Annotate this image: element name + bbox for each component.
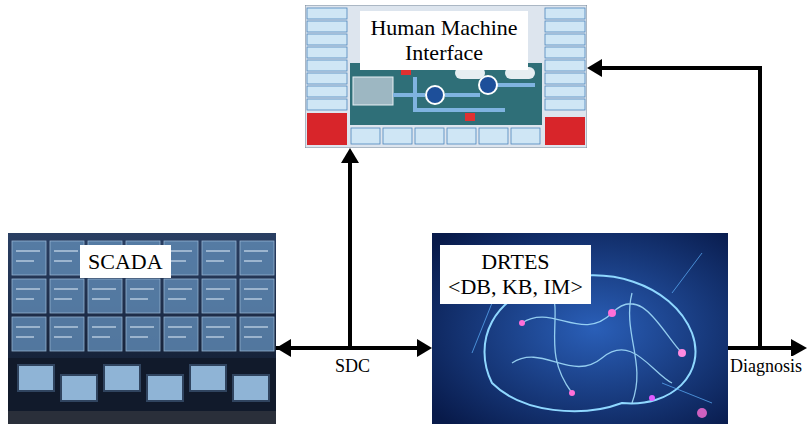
expert-system: DRTES<DB, KB, IM> <box>432 233 728 424</box>
edge-label: Diagnosis <box>728 356 804 377</box>
connector <box>276 148 359 348</box>
connector-line <box>276 161 350 348</box>
label-box: DRTES<DB, KB, IM> <box>440 245 591 304</box>
node-title: Human Machine Interface <box>368 15 520 66</box>
scada-panel: SCADA <box>8 233 276 424</box>
hmi-screen: Human Machine Interface <box>305 5 587 148</box>
node-title: DRTES <box>448 249 583 274</box>
arrow-head <box>341 148 359 163</box>
edge-label: SDC <box>333 356 372 377</box>
arrow-head <box>417 339 432 357</box>
label-box: Human Machine Interface <box>360 11 528 70</box>
node-title: SCADA <box>88 249 163 274</box>
output-line <box>760 346 792 350</box>
arrow-head <box>587 59 602 77</box>
node-subtitle: <DB, KB, IM> <box>448 274 583 299</box>
label-box: SCADA <box>80 245 171 278</box>
arrow-head <box>791 339 807 357</box>
